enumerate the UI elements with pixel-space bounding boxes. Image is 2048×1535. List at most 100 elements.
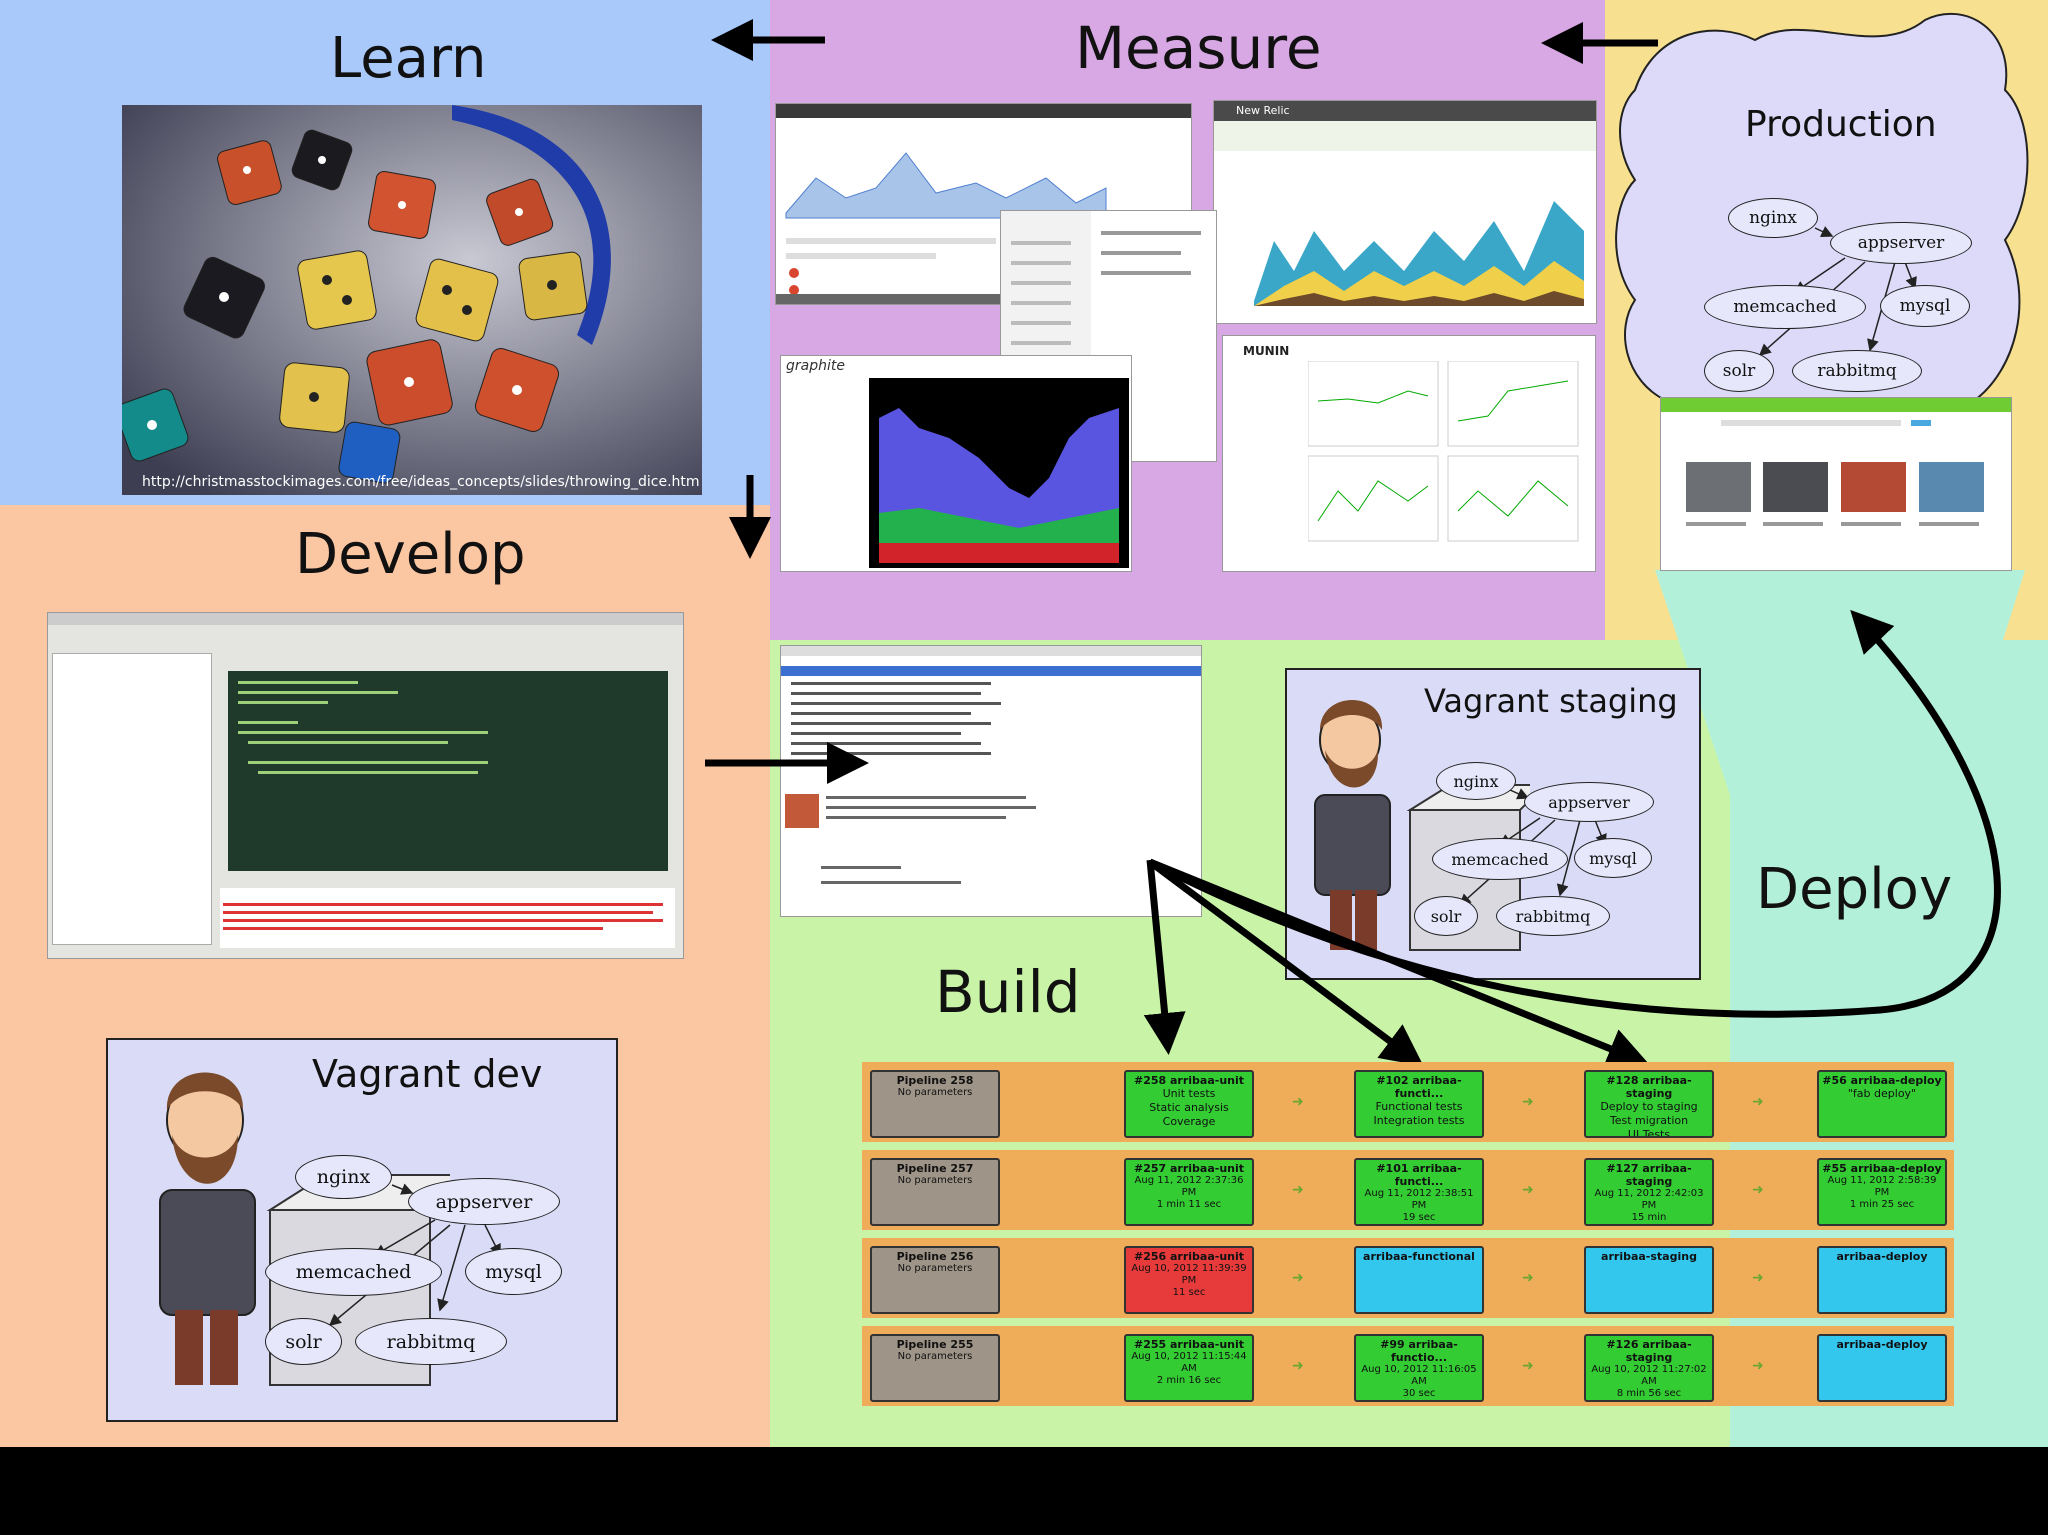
stage-head: #128 arribaa-staging bbox=[1606, 1074, 1692, 1100]
pipeline-stage[interactable]: #101 arribaa-functi...Aug 11, 2012 2:38:… bbox=[1354, 1158, 1484, 1226]
stage-line: Aug 11, 2012 2:58:39 PM bbox=[1827, 1175, 1937, 1198]
prod-node-memcached: memcached bbox=[1704, 285, 1866, 329]
dice-illustration bbox=[122, 105, 702, 495]
stage-arrow-icon: ➜ bbox=[1522, 1358, 1534, 1374]
vagrant-staging-title: Vagrant staging bbox=[1424, 682, 1678, 720]
pipeline-name: Pipeline 257 bbox=[896, 1162, 974, 1175]
munin-logo: MUNIN bbox=[1243, 344, 1290, 358]
stage-line: 1 min 11 sec bbox=[1156, 1199, 1222, 1210]
staging-node-appserver: appserver bbox=[1524, 782, 1654, 822]
stage-arrow-icon: ➜ bbox=[1752, 1094, 1764, 1110]
git-log-rows bbox=[781, 666, 1201, 884]
stage-line: Test migration bbox=[1609, 1114, 1689, 1127]
graphite-chart bbox=[869, 378, 1129, 568]
stage-arrow-icon: ➜ bbox=[1752, 1270, 1764, 1286]
stage-line: Aug 11, 2012 2:37:36 PM bbox=[1134, 1175, 1244, 1198]
pipeline-params: No parameters bbox=[897, 1263, 973, 1274]
staging-node-memcached: memcached bbox=[1432, 838, 1568, 880]
stage-line: Aug 11, 2012 2:38:51 PM bbox=[1364, 1188, 1474, 1211]
dev-node-rabbitmq: rabbitmq bbox=[355, 1318, 507, 1365]
stage-head: arribaa-functional bbox=[1363, 1250, 1475, 1263]
stage-line: Aug 10, 2012 11:15:44 AM bbox=[1131, 1351, 1247, 1374]
stage-line: 11 sec bbox=[1172, 1287, 1206, 1298]
ide-screenshot bbox=[47, 612, 684, 959]
stage-head: #99 arribaa-functio... bbox=[1380, 1338, 1458, 1364]
stage-arrow-icon: ➜ bbox=[1522, 1270, 1534, 1286]
pipeline-stage[interactable]: arribaa-functional bbox=[1354, 1246, 1484, 1314]
stage-line: 2 min 16 sec bbox=[1156, 1375, 1222, 1386]
pipeline-stage[interactable]: arribaa-deploy bbox=[1817, 1334, 1947, 1402]
newrelic-title: New Relic bbox=[1214, 101, 1596, 121]
pipeline-stage[interactable]: #56 arribaa-deploy"fab deploy" bbox=[1817, 1070, 1947, 1138]
stage-line: Static analysis bbox=[1149, 1101, 1229, 1114]
stage-head: #126 arribaa-staging bbox=[1606, 1338, 1692, 1364]
pipeline-name: Pipeline 256 bbox=[896, 1250, 974, 1263]
dev-node-nginx: nginx bbox=[295, 1155, 392, 1199]
pipeline-stage[interactable]: arribaa-staging bbox=[1584, 1246, 1714, 1314]
pipeline-stage[interactable]: #99 arribaa-functio...Aug 10, 2012 11:16… bbox=[1354, 1334, 1484, 1402]
dev-node-appserver: appserver bbox=[408, 1178, 560, 1225]
vagrant-dev-title: Vagrant dev bbox=[312, 1052, 543, 1096]
stage-head: arribaa-deploy bbox=[1836, 1338, 1928, 1351]
stage-line: Integration tests bbox=[1373, 1114, 1465, 1127]
prod-node-solr: solr bbox=[1704, 350, 1774, 392]
stage-arrow-icon: ➜ bbox=[1292, 1094, 1304, 1110]
graphite-logo: graphite bbox=[786, 358, 845, 374]
stage-head: #101 arribaa-functi... bbox=[1376, 1162, 1462, 1188]
stage-head: #56 arribaa-deploy bbox=[1822, 1074, 1942, 1087]
pipeline-stage[interactable]: arribaa-deploy bbox=[1817, 1246, 1947, 1314]
stage-line: Functional tests bbox=[1375, 1100, 1463, 1113]
stage-line: Aug 10, 2012 11:27:02 AM bbox=[1591, 1364, 1707, 1387]
prod-node-appserver: appserver bbox=[1830, 222, 1972, 264]
title-measure: Measure bbox=[1075, 14, 1322, 82]
pipeline-params: No parameters bbox=[897, 1351, 973, 1362]
prod-node-nginx: nginx bbox=[1728, 198, 1818, 238]
stage-head: arribaa-deploy bbox=[1836, 1250, 1928, 1263]
prod-node-mysql: mysql bbox=[1880, 285, 1970, 327]
stage-line: 15 min bbox=[1631, 1212, 1667, 1223]
stage-head: #256 arribaa-unit bbox=[1133, 1250, 1245, 1263]
title-develop: Develop bbox=[295, 522, 526, 587]
dev-node-mysql: mysql bbox=[465, 1248, 562, 1295]
munin-graphs bbox=[1308, 361, 1579, 542]
stage-line: 19 sec bbox=[1402, 1212, 1436, 1223]
stage-line: Aug 11, 2012 2:42:03 PM bbox=[1594, 1188, 1704, 1211]
stage-head: #255 arribaa-unit bbox=[1133, 1338, 1245, 1351]
staging-node-rabbitmq: rabbitmq bbox=[1496, 896, 1610, 936]
stage-arrow-icon: ➜ bbox=[1522, 1182, 1534, 1198]
pipeline-params: No parameters bbox=[897, 1175, 973, 1186]
stage-arrow-icon: ➜ bbox=[1752, 1182, 1764, 1198]
stage-head: #102 arribaa-functi... bbox=[1376, 1074, 1462, 1100]
pipeline-params: No parameters bbox=[897, 1087, 973, 1098]
title-deploy: Deploy bbox=[1756, 857, 1953, 922]
stage-line: Aug 10, 2012 11:16:05 AM bbox=[1361, 1364, 1477, 1387]
newrelic-stacked-chart bbox=[1214, 121, 1596, 306]
stage-head: #258 arribaa-unit bbox=[1133, 1074, 1245, 1087]
munin-screenshot: MUNIN bbox=[1222, 335, 1596, 572]
newrelic-screenshot: New Relic bbox=[1213, 100, 1597, 324]
stage-line: UI Tests bbox=[1627, 1128, 1671, 1138]
stage-arrow-icon: ➜ bbox=[1522, 1094, 1534, 1110]
stage-line: "fab deploy" bbox=[1847, 1087, 1917, 1100]
title-production: Production bbox=[1745, 104, 1937, 145]
ide-code bbox=[238, 681, 488, 774]
photo-source-url[interactable]: http://christmasstockimages.com/free/ide… bbox=[142, 474, 700, 490]
staging-node-nginx: nginx bbox=[1436, 762, 1516, 800]
stage-line: Aug 10, 2012 11:39:39 PM bbox=[1131, 1263, 1247, 1286]
